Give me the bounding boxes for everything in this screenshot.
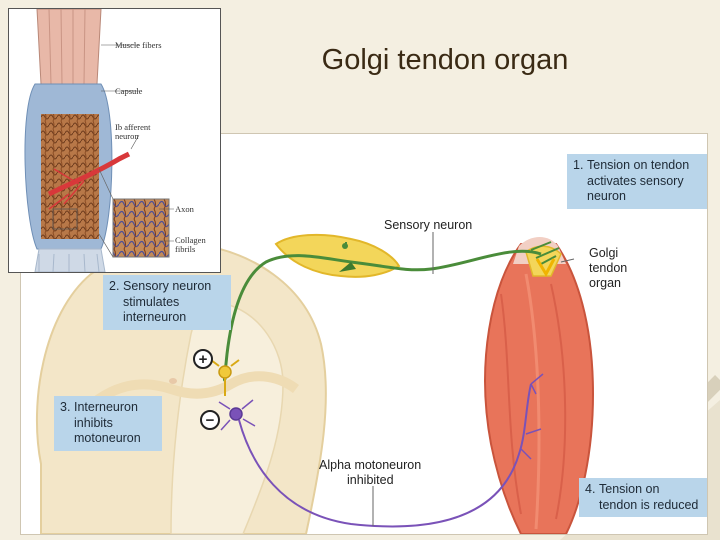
interneuron [210, 359, 240, 396]
plus-label: + [199, 351, 208, 368]
slide-title: Golgi tendon organ [321, 44, 569, 76]
inset-label-muscle-fibers: Muscle fibers [115, 40, 162, 50]
inset-label-capsule: Capsule [115, 86, 143, 96]
excitatory-sign [193, 349, 213, 369]
tension-arrow [535, 258, 556, 278]
callout-2-number: 2. [109, 279, 120, 293]
golgi-label-line: organ [589, 276, 621, 290]
callout-2-line: stimulates [123, 294, 180, 309]
callout-3-number: 3. [60, 400, 71, 414]
inset-muscle-fibers [36, 9, 102, 85]
callout-2-line: interneuron [123, 310, 187, 324]
callout-1-line: Tension on tendon [587, 158, 690, 172]
sensory-neuron-label: Sensory neuron [384, 218, 473, 232]
callout-1-line: neuron [587, 189, 626, 203]
sensory-neuron-path [222, 249, 542, 382]
inhibitory-sign [200, 410, 220, 430]
inset-label-axon: Axon [175, 204, 194, 214]
inset-tendon [34, 248, 106, 272]
callout-3-line: inhibits [74, 415, 113, 430]
inset-collagen-line: Collagen [175, 235, 206, 245]
callout-2-line: Sensory neuron [123, 279, 212, 293]
direction-arrow [339, 262, 356, 272]
inset-drawing [24, 9, 174, 272]
inset-afferent-axon [47, 151, 131, 197]
callout-3-line: motoneuron [74, 431, 141, 445]
motoneuron [218, 399, 256, 431]
muscle [484, 237, 595, 534]
inset-ib-line: neuron [115, 131, 139, 141]
alpha-motoneuron-label: Alpha motoneuron inhibited [319, 458, 421, 488]
inset-ib-line: Ib afferent [115, 122, 151, 132]
golgi-label-line: tendon [589, 261, 628, 275]
callout-4-number: 4. [585, 482, 596, 496]
golgi-label-line: Golgi [589, 246, 619, 260]
callout-4-line: tendon is reduced [599, 497, 699, 512]
callout-interneuron-inhibits: 3.Interneuron inhibits motoneuron [54, 396, 162, 451]
callout-1-line: activates sensory [587, 173, 684, 188]
inset-label-ib-afferent: Ib afferent neuron [115, 123, 150, 141]
minus-label: − [206, 412, 215, 429]
callout-tension-reduced: 4.Tension on tendon is reduced [579, 478, 707, 517]
inset-golgi-anatomy: Muscle fibers Capsule Ib afferent neuron… [8, 8, 221, 273]
alpha-label-line: Alpha motoneuron [319, 458, 422, 472]
motoneuron-axon [238, 383, 532, 528]
callout-1-number: 1. [573, 158, 584, 172]
callout-sensory-stimulates: 2.Sensory neuron stimulates interneuron [103, 275, 231, 330]
dorsal-root-ganglion [274, 233, 401, 278]
golgi-tendon-organ-label: Golgi tendon organ [589, 246, 627, 291]
callout-3-line: Interneuron [74, 400, 138, 414]
inset-collagen-line: fibrils [175, 244, 196, 254]
callout-tension-activates: 1.Tension on tendon activates sensory ne… [567, 154, 707, 209]
inset-magnified-detail [112, 198, 170, 258]
inset-label-collagen: Collagen fibrils [175, 236, 206, 254]
callout-4-line: Tension on [599, 482, 660, 496]
alpha-label-line: inhibited [347, 473, 394, 487]
